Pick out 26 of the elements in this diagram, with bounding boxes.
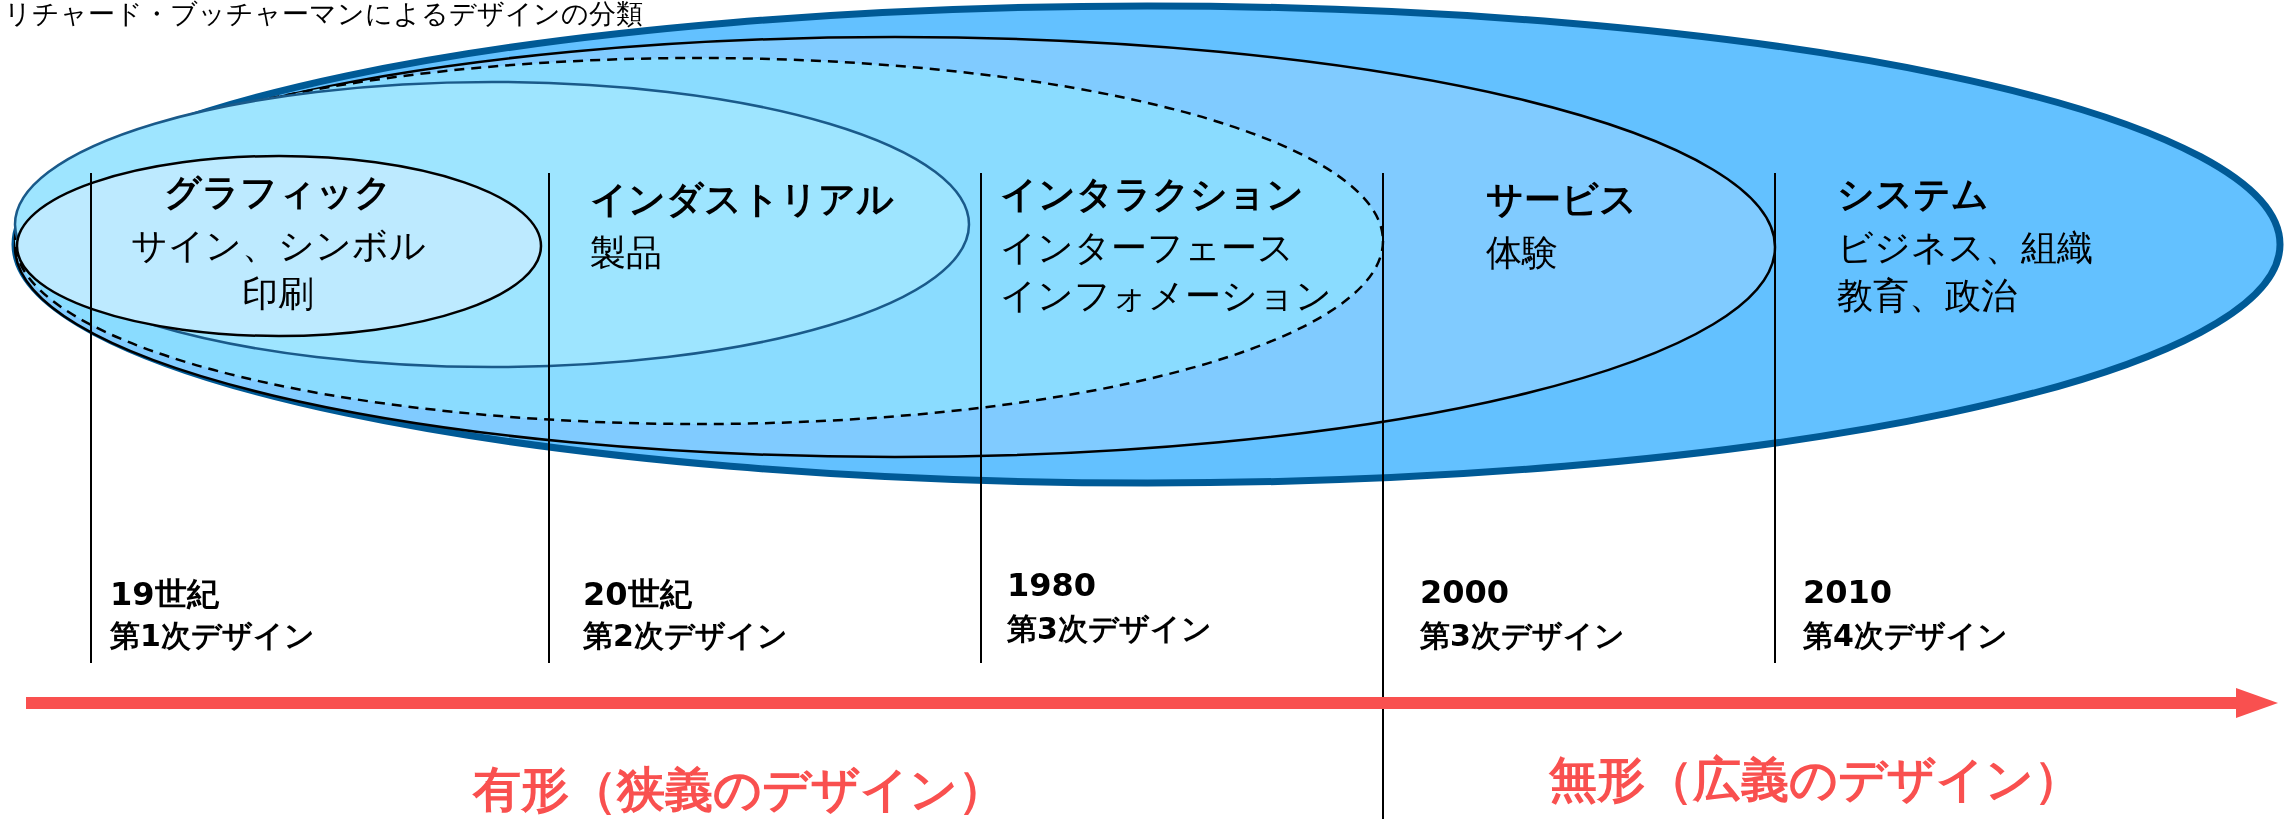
- category-item: 教育、政治: [1837, 274, 2017, 318]
- era-label: 1980: [1007, 566, 1097, 604]
- category-item: 体験: [1486, 231, 1558, 275]
- category-item: ビジネス、組織: [1837, 226, 2093, 270]
- category-item: サイン、シンボル: [130, 224, 426, 268]
- category-title: サービス: [1486, 177, 1637, 223]
- category-title: グラフィック: [164, 170, 392, 216]
- generation-label: 第4次デザイン: [1803, 617, 2008, 655]
- generation-label: 第2次デザイン: [583, 617, 788, 655]
- era-label: 20世紀: [583, 574, 692, 615]
- category-range-label: 無形（広義のデザイン）: [1548, 750, 2082, 809]
- era-label: 2010: [1803, 573, 1893, 611]
- category-title: インダストリアル: [590, 177, 894, 223]
- category-title: インタラクション: [1000, 172, 1304, 218]
- category-title: システム: [1837, 172, 1989, 218]
- category-item: 印刷: [242, 272, 314, 316]
- category-item: インフォメーション: [1000, 274, 1332, 318]
- generation-label: 第3次デザイン: [1420, 617, 1625, 655]
- era-label: 19世紀: [110, 574, 219, 615]
- generation-label: 第3次デザイン: [1007, 610, 1212, 648]
- category-item: 製品: [590, 231, 662, 275]
- category-item: インターフェース: [1000, 226, 1294, 270]
- diagram-title: リチャード・ブッチャーマンによるデザインの分類: [4, 0, 643, 31]
- category-range-label: 有形（狭義のデザイン）: [472, 760, 1006, 819]
- generation-label: 第1次デザイン: [110, 617, 315, 655]
- era-label: 2000: [1420, 573, 1510, 611]
